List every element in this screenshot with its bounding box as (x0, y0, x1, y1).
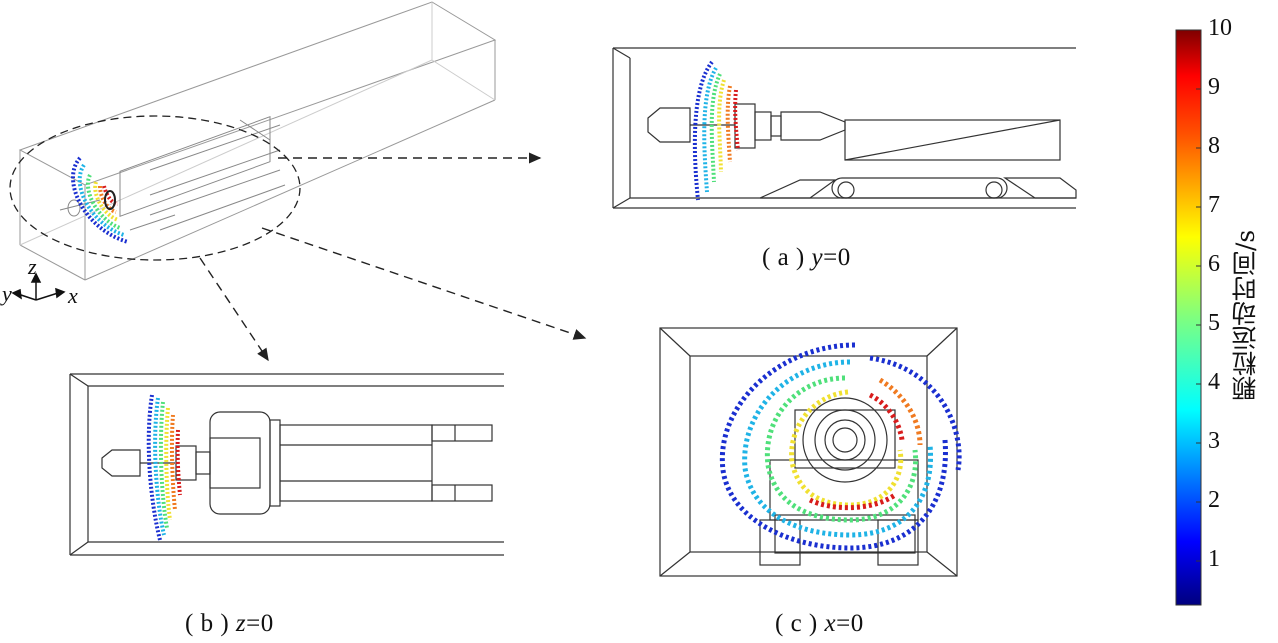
colorbar-tick-9: 9 (1208, 74, 1220, 100)
isometric-particles (71, 156, 129, 244)
colorbar-tick-3: 3 (1208, 428, 1220, 454)
callout-arrows (199, 152, 587, 362)
axis-triad (11, 272, 66, 301)
focus-ellipse (9, 115, 301, 261)
caption-a: ( a ) y=0 (762, 244, 851, 271)
isometric-view (18, 1, 497, 281)
colorbar-title: 颗粒运动时间/s (1231, 229, 1260, 401)
colorbar-ticks (1196, 29, 1201, 562)
colorbar-tick-10: 10 (1208, 15, 1232, 41)
colorbar-tick-2: 2 (1208, 487, 1220, 513)
axis-label-y: y (2, 281, 12, 306)
colorbar-tick-5: 5 (1208, 310, 1220, 336)
colorbar-tick-6: 6 (1208, 251, 1220, 277)
panel-b-view (69, 373, 504, 556)
caption-c: ( c ) x=0 (775, 610, 864, 637)
axis-label-z: z (28, 254, 37, 279)
panel-c-view (659, 327, 958, 577)
panel-c-particles (719, 342, 962, 551)
panel-a-particles (692, 60, 740, 201)
panel-b-particles (146, 394, 182, 541)
colorbar-tick-8: 8 (1208, 133, 1220, 159)
colorbar-tick-7: 7 (1208, 192, 1220, 218)
colorbar-tick-4: 4 (1208, 369, 1220, 395)
panel-a-view (612, 47, 1077, 209)
axis-label-x: x (68, 283, 78, 308)
colorbar (1175, 29, 1202, 606)
colorbar-tick-1: 1 (1208, 546, 1220, 572)
caption-b: ( b ) z=0 (185, 610, 274, 637)
